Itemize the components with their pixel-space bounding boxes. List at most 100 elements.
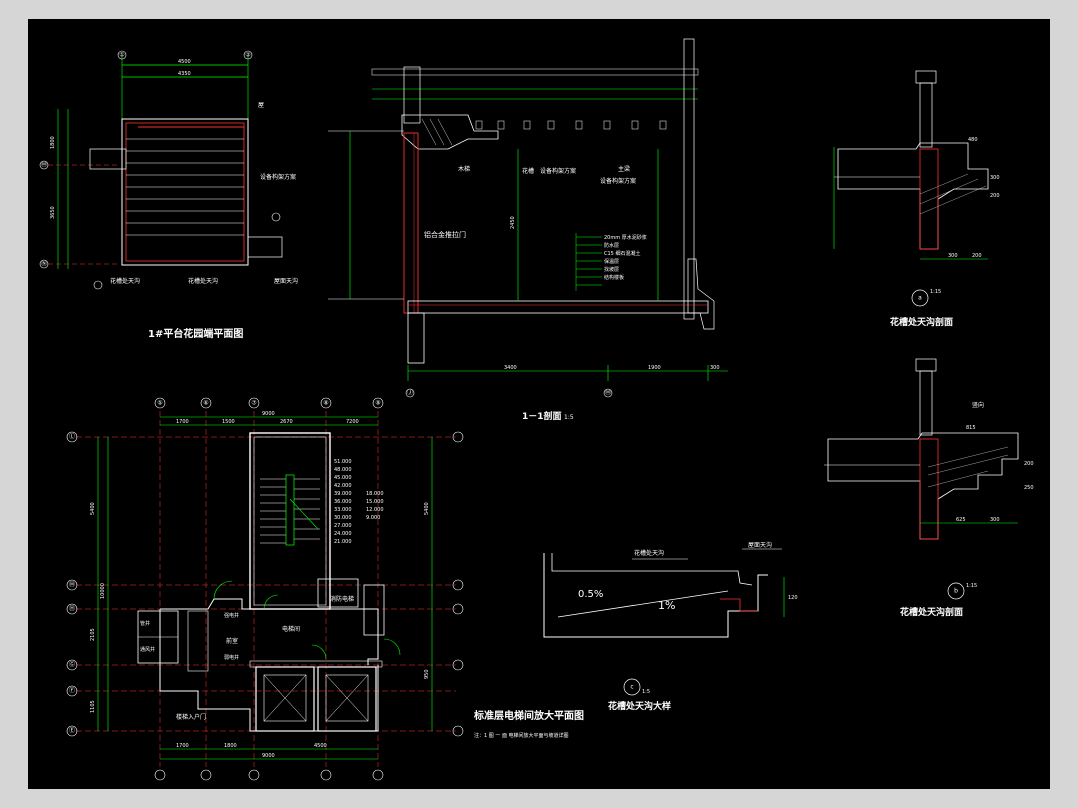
dim-text: 200 <box>1024 461 1034 467</box>
level-text: 24.000 <box>334 531 352 537</box>
dim-text: 120 <box>788 595 798 601</box>
plan-elevator: ⑤ ⑥ ⑦ ⑧ ⑨ Ⓛ Ⓜ Ⓗ Ⓖ Ⓕ Ⓔ 1700 1500 2670 720… <box>66 397 584 781</box>
note-line: 找坡层 <box>604 266 619 273</box>
dim-text: 4500 <box>314 743 327 749</box>
dim-text: 2670 <box>280 419 293 425</box>
detail-a: 480 300 200 300 200 a 1:15 花槽处天沟剖面 <box>833 70 1000 328</box>
level-text: 21.000 <box>334 539 352 545</box>
cad-drawing-sheet: ① ② 4500 4350 1800 3650 Ⓜ Ⓝ <box>28 19 1050 789</box>
label: 木梯 <box>458 165 470 173</box>
dim-text: 1700 <box>176 743 189 749</box>
label: 屋面天沟 <box>274 277 298 285</box>
axis-label: Ⓖ <box>69 661 75 669</box>
dim-text: 2105 <box>90 628 96 641</box>
detail-tag: b <box>954 588 958 595</box>
label: 管井 <box>140 620 150 627</box>
level-text: 45.000 <box>334 475 352 481</box>
drawing-canvas: ① ② 4500 4350 1800 3650 Ⓜ Ⓝ <box>39 38 1034 781</box>
dim-text: 300 <box>948 253 958 259</box>
label: 楼梯入户门 <box>176 713 206 721</box>
dim-text: 200 <box>990 193 1000 199</box>
dim-text: 625 <box>956 517 966 523</box>
detail-scale: 1:15 <box>966 583 977 589</box>
label: 花槽 <box>522 167 534 175</box>
dim-text: 1105 <box>90 700 96 713</box>
dim-text: 950 <box>424 669 430 679</box>
drawing-subtitle: 注：1 图 一 面 电梯间放大平面与坡道详图 <box>474 732 569 739</box>
label: 通风井 <box>140 646 155 653</box>
drawing-scale: 1:5 <box>564 414 574 421</box>
label: 消防电梯 <box>330 595 354 603</box>
axis-label: ② <box>245 52 251 59</box>
label: 主梁 <box>618 165 630 173</box>
dim-text: 300 <box>710 365 720 371</box>
label: 屋 <box>258 102 264 109</box>
axis-label: Ⓝ <box>41 260 47 268</box>
detail-scale: 1:15 <box>930 289 941 295</box>
dim-text: 9000 <box>262 753 275 759</box>
level-text: 30.000 <box>334 515 352 521</box>
axis-label: ⑥ <box>203 400 208 407</box>
dim-text: 9000 <box>262 411 275 417</box>
axis-label: ⑦ <box>251 400 257 407</box>
label: 前室 <box>226 637 238 645</box>
label: 花槽处天沟 <box>188 277 218 285</box>
label: 电梯间 <box>282 625 300 633</box>
detail-tag: c <box>630 684 633 691</box>
level-text: 39.000 <box>334 491 352 497</box>
label: 屋面天沟 <box>748 541 772 549</box>
detail-scale: 1:5 <box>642 689 650 695</box>
dim-text: 1800 <box>224 743 237 749</box>
axis-label: Ⓜ <box>41 161 47 169</box>
dim-text: 200 <box>972 253 982 259</box>
dim-text: 480 <box>968 137 978 143</box>
drawing-title: 花槽处天沟大样 <box>608 700 671 712</box>
drawing-title: 标准层电梯间放大平面图 <box>473 709 584 722</box>
detail-b: 815 200 250 300 625 竖向 b 1:15 花槽处天沟剖面 <box>824 358 1034 618</box>
dim-text: 10000 <box>100 583 106 599</box>
dim-text: 1700 <box>176 419 189 425</box>
level-text: 15.000 <box>366 499 384 505</box>
section-1-1: 20mm 厚水泥砂浆 防水层 C15 细石混凝土 保温层 找坡层 结构楼板 24… <box>328 38 728 422</box>
axis-bubble <box>243 50 253 60</box>
dim-text: 7200 <box>346 419 359 425</box>
dim-text: 1500 <box>222 419 235 425</box>
note-line: 结构楼板 <box>604 274 624 281</box>
axis-label: Ⓗ <box>69 605 75 613</box>
label: 设备构架方案 <box>600 177 636 185</box>
note-line: 20mm 厚水泥砂浆 <box>604 234 647 241</box>
label: 花槽处天沟 <box>110 277 140 285</box>
axis-label: Ⓙ <box>407 389 413 397</box>
level-text: 36.000 <box>334 499 352 505</box>
plan-top-left: ① ② 4500 4350 1800 3650 Ⓜ Ⓝ <box>39 50 298 340</box>
level-text: 27.000 <box>334 523 352 529</box>
label: 花槽处天沟 <box>634 549 664 557</box>
label: 弱电井 <box>224 654 239 661</box>
dim-text: 250 <box>1024 485 1034 491</box>
axis-label: ① <box>119 52 124 59</box>
drawing-title: 花槽处天沟剖面 <box>890 316 953 328</box>
dim-text: 3650 <box>50 206 56 219</box>
drawing-title: 1#平台花园端平面图 <box>148 327 243 340</box>
dim-text: 4500 <box>178 59 191 65</box>
axis-label: Ⓜ <box>69 581 75 589</box>
detail-tag: a <box>918 295 922 302</box>
axis-bubble <box>117 50 127 60</box>
note-line: 保温层 <box>604 258 619 265</box>
slope-label: 1% <box>658 599 675 612</box>
label: 设备构架方案 <box>540 167 576 175</box>
dim-text: 5400 <box>90 502 96 515</box>
dim-text: 300 <box>990 517 1000 523</box>
dim-text: 1900 <box>648 365 661 371</box>
dim-text: 300 <box>990 175 1000 181</box>
axis-label: Ⓛ <box>69 433 75 441</box>
dim-text: 815 <box>966 425 976 431</box>
label: 强电井 <box>224 612 239 619</box>
axis-label: ⑨ <box>375 400 380 407</box>
level-text: 33.000 <box>334 507 352 513</box>
slope-label: 0.5% <box>578 589 603 600</box>
drawing-title: 1－1剖面 <box>522 410 562 422</box>
dim-text: 3400 <box>504 365 517 371</box>
axis-label: Ⓕ <box>69 687 75 695</box>
note-line: C15 细石混凝土 <box>604 250 640 257</box>
